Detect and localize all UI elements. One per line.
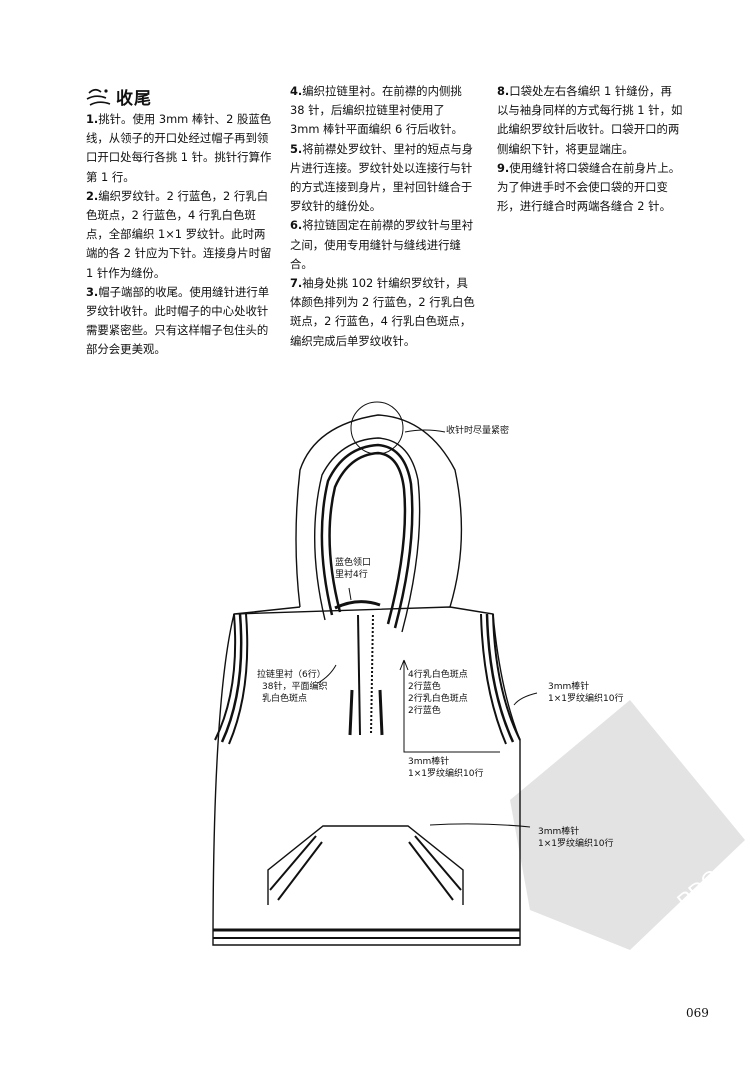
hood-outer [295,414,463,608]
hood-inner [313,437,421,633]
step-7: 7.袖身处挑 102 针编织罗纹针，具体颜色排列为 2 行蓝色，2 行乳白色斑点… [290,276,475,348]
instruction-column-1: 1.挑针。使用 3mm 棒针、2 股蓝色线，从领子的开口处经过帽子再到领口开口处… [86,110,272,360]
label-hem-line1: 3mm棒针 [408,757,450,767]
label-pocket-line1: 3mm棒针 [538,827,580,837]
step-8: 8.口袋处左右各编织 1 针缝份，再以与袖身同样的方式每行挑 1 针，如此编织罗… [497,84,683,156]
step-2: 2.编织罗纹针。2 行蓝色，2 行乳白色斑点，2 行蓝色，4 行乳白色斑点，全部… [86,188,272,280]
page-number: 069 [686,1006,709,1020]
label-stripe1: 4行乳白色斑点 [408,670,468,680]
label-collar-line1: 蓝色领口 [335,558,372,568]
label-stripe2: 2行蓝色 [408,682,441,692]
pocket-outline [267,825,464,905]
step-6: 6.将拉链固定在前襟的罗纹针与里衬之间，使用专用缝针与缝线进行缝合。 [290,218,474,271]
label-stripe4: 2行蓝色 [408,706,441,716]
section-title: 收尾 [116,89,152,109]
section-heading: 收尾 [86,84,152,109]
step-3: 3.帽子端部的收尾。使用缝针进行单罗纹针收针。此时帽子的中心处收针需要紧密些。只… [86,284,270,357]
label-zip-line3: 乳白色斑点 [262,694,308,704]
step-5: 5.将前襟处罗纹针、里衬的短点与身片进行连接。罗纹针处以连接行与针的方式连接到身… [290,141,474,214]
step-4: 4.编织拉链里衬。在前襟的内侧挑 38 针，后编织拉链里衬使用了 3mm 棒针平… [290,84,463,137]
label-hem-line2: 1×1罗纹编织10行 [408,769,484,779]
label-zip-line1: 拉链里衬（6行） [257,670,326,680]
label-zip-line2: 38针，平面编织 [262,682,328,692]
label-arm-line1: 3mm棒针 [548,682,590,692]
vest-schematic [212,401,538,946]
instruction-column-3: 袖身处挑 102 针编织罗纹针，具体颜色排列为 2 行蓝色，2 行乳白色斑点，2… [497,82,683,216]
body-outline [212,606,521,946]
label-stripe3: 2行乳白色斑点 [408,694,468,704]
step-1: 1.挑针。使用 3mm 棒针、2 股蓝色线，从领子的开口处经过帽子再到领口开口处… [86,112,272,184]
decorative-swirl-icon [86,88,111,106]
step-9: 9.使用缝针将口袋缝合在前身片上。为了伸进手时不会使口袋的开口变形，进行缝合时两… [497,160,681,214]
label-collar-line2: 里衬4行 [335,570,368,580]
watermark-stamp: PDG [510,700,745,950]
label-pocket-line2: 1×1罗纹编织10行 [538,839,614,849]
label-arm-line2: 1×1罗纹编织10行 [548,694,624,704]
label-hood-tip: 收针时尽量紧密 [446,426,510,436]
instruction-column-2: 4.编织拉链里衬。在前襟的内侧挑 38 针，后编织拉链里衬使用了 3mm 棒针平… [290,82,476,351]
